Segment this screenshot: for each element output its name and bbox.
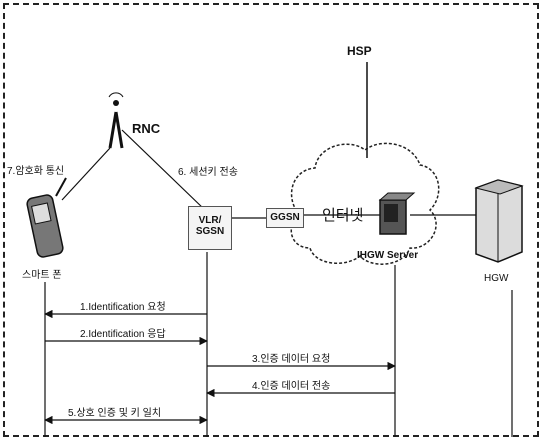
- hgw-label: HGW: [484, 273, 508, 284]
- ggsn-box: GGSN: [266, 208, 304, 228]
- comm-link-label: 7.암호화 통신: [7, 162, 64, 177]
- ihgw-server-label: IHGW Server: [357, 250, 418, 261]
- vlr-sgsn-box: VLR/ SGSN: [188, 206, 232, 250]
- msg-5-label: 5.상호 인증 및 키 일치: [68, 404, 161, 419]
- internet-cloud: [291, 143, 438, 264]
- msg-3-label: 3.인증 데이터 요청: [252, 350, 330, 365]
- vlr-label: VLR/: [189, 215, 231, 226]
- link-phone-rnc: [62, 148, 110, 200]
- hgw-icon: [476, 180, 522, 262]
- session-key-label: 6. 세션키 전송: [178, 163, 238, 178]
- smartphone-label: 스마트 폰: [22, 266, 62, 281]
- internet-label: 인터넷: [322, 204, 363, 225]
- msg-4-label: 4.인증 데이터 전송: [252, 377, 330, 392]
- msg-2-label: 2.Identification 응답: [80, 325, 166, 340]
- antenna-tower-icon: [109, 93, 123, 148]
- rnc-label: RNC: [132, 121, 160, 136]
- msg-1-label: 1.Identification 요청: [80, 298, 166, 313]
- smartphone-icon: [26, 178, 66, 258]
- hsp-label: HSP: [347, 44, 372, 58]
- sgsn-label: SGSN: [189, 226, 231, 237]
